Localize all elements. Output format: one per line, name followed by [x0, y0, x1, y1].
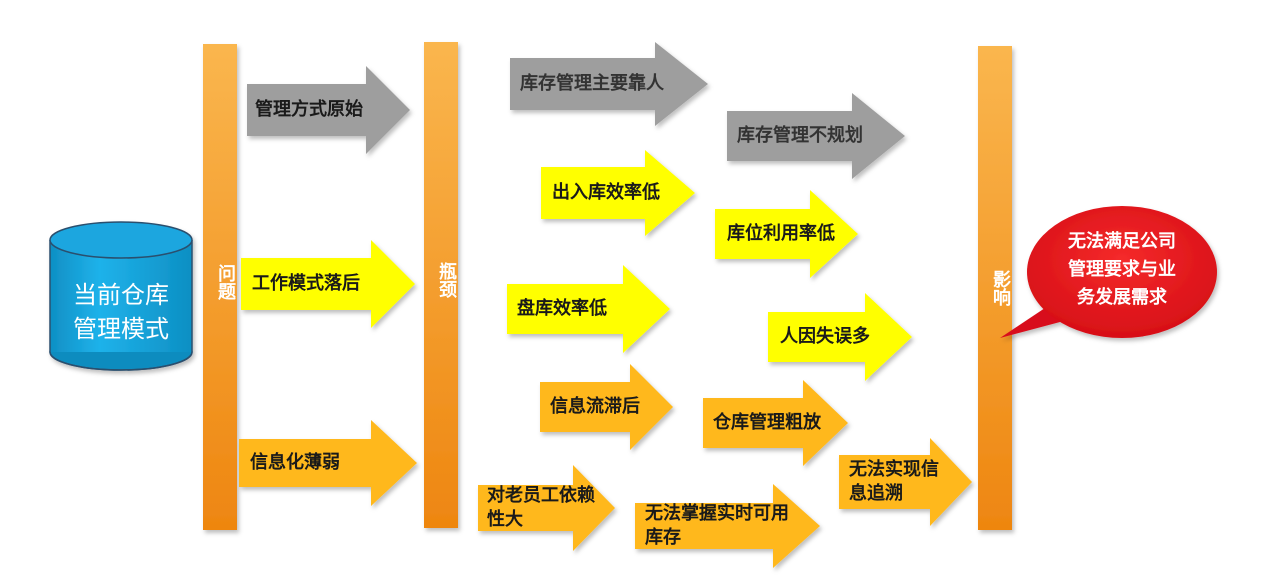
database-cylinder-icon [49, 221, 193, 371]
bottleneck-bar [424, 42, 458, 528]
arrow-weak-it [239, 420, 417, 506]
arrow-errors [768, 293, 912, 381]
impact-line3: 务发展需求 [1077, 287, 1167, 308]
bottleneck-location-label: 库位利用率低 [727, 222, 835, 244]
bottleneck-veteran-label: 对老员工依赖性大 [487, 484, 595, 530]
bottleneck-people-label: 库存管理主要靠人 [520, 72, 664, 94]
arrow-people [510, 42, 708, 126]
problem-bar-label: 问题 [215, 264, 236, 300]
bottleneck-stocktake-label: 盘库效率低 [517, 297, 607, 319]
bottleneck-realtime-label: 无法掌握实时可用库存 [645, 502, 789, 548]
current-mode-label: 当前仓库 管理模式 [46, 278, 196, 346]
impact-bar [978, 46, 1012, 530]
arrow-stocktake [507, 265, 670, 353]
impact-bar-label: 影响 [990, 270, 1011, 306]
bottleneck-trace-label: 无法实现信息追溯 [849, 458, 939, 504]
impact-line1: 无法满足公司 [1068, 231, 1176, 252]
arrow-realtime [635, 484, 820, 568]
current-mode-line2: 管理模式 [73, 315, 169, 343]
problem-primitive-label: 管理方式原始 [255, 98, 363, 120]
arrow-trace [839, 438, 972, 526]
bottleneck-errors-label: 人因失误多 [780, 325, 870, 347]
arrow-veteran [478, 465, 615, 551]
problem-backward-label: 工作模式落后 [252, 272, 360, 294]
arrow-unplanned [727, 93, 905, 179]
bottleneck-extensive-label: 仓库管理粗放 [713, 411, 821, 433]
arrow-backward [241, 240, 415, 328]
arrow-extensive [703, 380, 848, 466]
bottleneck-unplanned-label: 库存管理不规划 [737, 124, 863, 146]
bottleneck-inout-label: 出入库效率低 [552, 181, 660, 203]
problem-weak-it-label: 信息化薄弱 [250, 451, 340, 473]
bottleneck-bar-label: 瓶颈 [436, 262, 457, 298]
bottleneck-info-lag-label: 信息流滞后 [550, 395, 640, 417]
current-mode-line1: 当前仓库 [73, 281, 169, 309]
arrow-primitive [247, 66, 410, 154]
arrow-info-lag [540, 364, 673, 450]
problem-bar [203, 44, 237, 530]
impact-line2: 管理要求与业 [1068, 259, 1176, 280]
arrow-inout [541, 150, 695, 236]
impact-speech-bubble [1000, 206, 1217, 338]
impact-bubble-text: 无法满足公司 管理要求与业 务发展需求 [1042, 228, 1202, 312]
arrow-location [715, 190, 858, 278]
